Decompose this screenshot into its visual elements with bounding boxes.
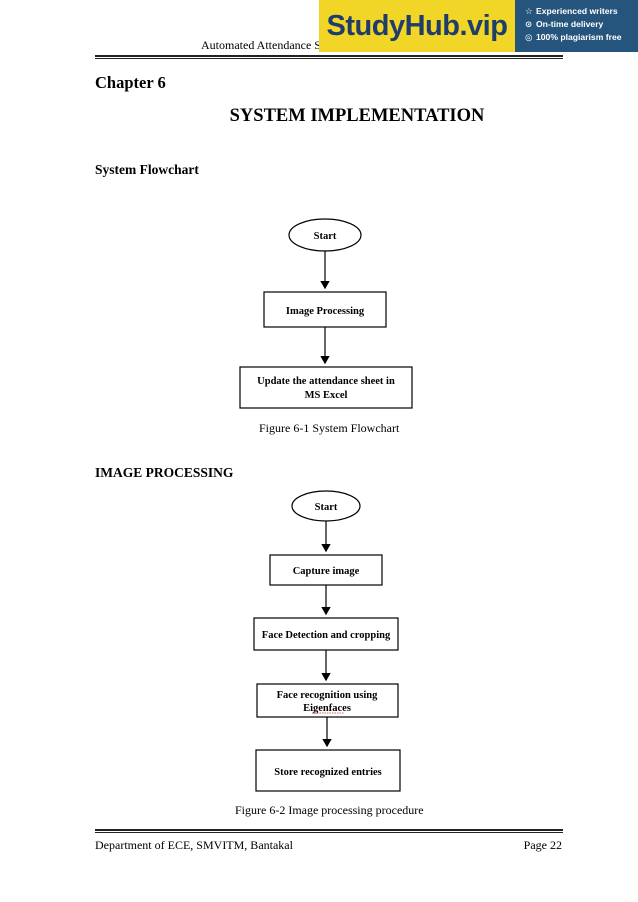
face-recognition-label-2: Eigenfaces [303, 703, 351, 714]
face-recognition-label: Face recognition using [277, 690, 378, 701]
process-box [263, 291, 387, 328]
process-box [255, 749, 401, 792]
figure-caption-2: Figure 6-2 Image processing procedure [235, 803, 424, 817]
process-box [239, 366, 413, 409]
update-sheet-label: Update the attendance sheet in [257, 376, 395, 387]
star-icon: ☆ [525, 6, 533, 16]
face-detection-label: Face Detection and cropping [262, 630, 391, 641]
running-header: Automated Attendance Syst [201, 38, 335, 52]
header-rule-thin [95, 58, 563, 59]
footer-rule [95, 829, 563, 831]
footer-department: Department of ECE, SMVITM, Bantakal [95, 838, 293, 852]
clock-icon: ⊙ [525, 19, 533, 29]
header-rule [95, 55, 563, 57]
process-box [269, 554, 383, 586]
image-processing-label: Image Processing [286, 306, 365, 317]
studyhub-banner[interactable]: StudyHub.vip ☆Experienced writers ⊙On-ti… [319, 0, 638, 52]
store-entries-label: Store recognized entries [274, 767, 382, 778]
flowchart-system: Start Image Processing Update the attend… [239, 218, 413, 409]
brand-logo[interactable]: StudyHub.vip [319, 0, 515, 52]
flowchart-image-processing: Start Capture image Face Detection and c… [253, 490, 401, 792]
chapter-title: SYSTEM IMPLEMENTATION [229, 106, 485, 126]
section-heading-image-processing: IMAGE PROCESSING [95, 465, 234, 480]
shield-icon: ◎ [525, 32, 533, 42]
process-box [256, 683, 399, 718]
update-sheet-label-2: MS Excel [305, 390, 348, 401]
section-heading-flowchart: System Flowchart [95, 162, 199, 177]
banner-features: ☆Experienced writers ⊙On-time delivery ◎… [515, 0, 638, 52]
banner-feature: ☆Experienced writers [525, 6, 618, 16]
chapter-label: Chapter 6 [95, 73, 166, 92]
footer-rule-thin [95, 832, 563, 833]
process-box [253, 617, 399, 651]
banner-feature: ⊙On-time delivery [525, 19, 604, 29]
figure-caption-1: Figure 6-1 System Flowchart [259, 421, 400, 435]
start-label: Start [314, 231, 337, 242]
page-number: Page 22 [523, 838, 562, 852]
capture-image-label: Capture image [293, 566, 360, 577]
start-label: Start [315, 502, 338, 513]
banner-feature: ◎100% plagiarism free [525, 32, 622, 42]
